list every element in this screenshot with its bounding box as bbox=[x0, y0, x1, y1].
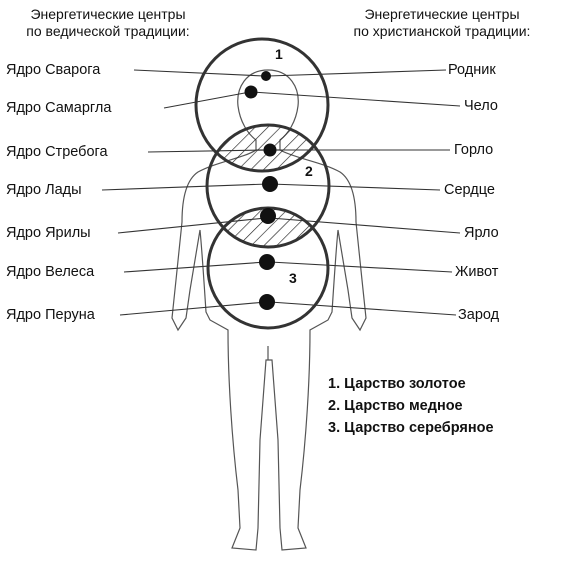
legend-item-2: 2. Царство медное bbox=[328, 398, 463, 414]
energy-dots bbox=[244, 71, 278, 310]
dot-stribog bbox=[263, 143, 277, 157]
left-header: Энергетические центры по ведической трад… bbox=[2, 6, 214, 40]
right-label-yarlo: Ярло bbox=[464, 225, 499, 241]
right-header-line-1: Энергетические центры bbox=[364, 6, 520, 22]
dot-perun bbox=[259, 294, 275, 310]
right-label-gorlo: Горло bbox=[454, 142, 494, 158]
left-label-veles: Ядро Велеса bbox=[6, 264, 95, 280]
left-header-line-1: Энергетические центры bbox=[30, 6, 186, 22]
left-label-svarog: Ядро Сварога bbox=[6, 62, 101, 78]
left-label-samargl: Ядро Самаргла bbox=[6, 100, 112, 116]
dot-veles bbox=[259, 254, 275, 270]
left-label-yarila: Ядро Ярилы bbox=[6, 225, 91, 241]
legend-item-1: 1. Царство золотое bbox=[328, 376, 466, 392]
realm-circle-1 bbox=[194, 37, 330, 173]
dot-svarog bbox=[261, 71, 271, 81]
left-label-lada: Ядро Лады bbox=[6, 182, 82, 198]
circle-number-2: 2 bbox=[305, 163, 313, 179]
left-header-line-2: по ведической традиции: bbox=[26, 23, 190, 39]
circle-number-1: 1 bbox=[275, 46, 283, 62]
overlap-1-2 bbox=[207, 125, 328, 171]
right-header-line-2: по христианской традиции: bbox=[353, 23, 531, 39]
dot-yarila bbox=[260, 208, 276, 224]
dot-lada bbox=[262, 176, 278, 192]
circle-number-3: 3 bbox=[289, 270, 297, 286]
right-label-serdtse: Сердце bbox=[444, 182, 495, 198]
left-label-perun: Ядро Перуна bbox=[6, 307, 95, 323]
legend-item-3: 3. Царство серебряное bbox=[328, 420, 494, 436]
right-label-zarod: Зарод bbox=[458, 307, 500, 323]
right-label-chelo: Чело bbox=[464, 98, 498, 114]
right-label-rodnik: Родник bbox=[448, 62, 496, 78]
right-header: Энергетические центры по христианской тр… bbox=[326, 6, 558, 40]
right-label-zhivot: Живот bbox=[455, 264, 499, 280]
right-connectors bbox=[251, 69, 461, 316]
left-label-stribog: Ядро Стребога bbox=[6, 144, 108, 160]
left-connectors bbox=[101, 69, 269, 316]
dot-samargl bbox=[244, 85, 258, 99]
